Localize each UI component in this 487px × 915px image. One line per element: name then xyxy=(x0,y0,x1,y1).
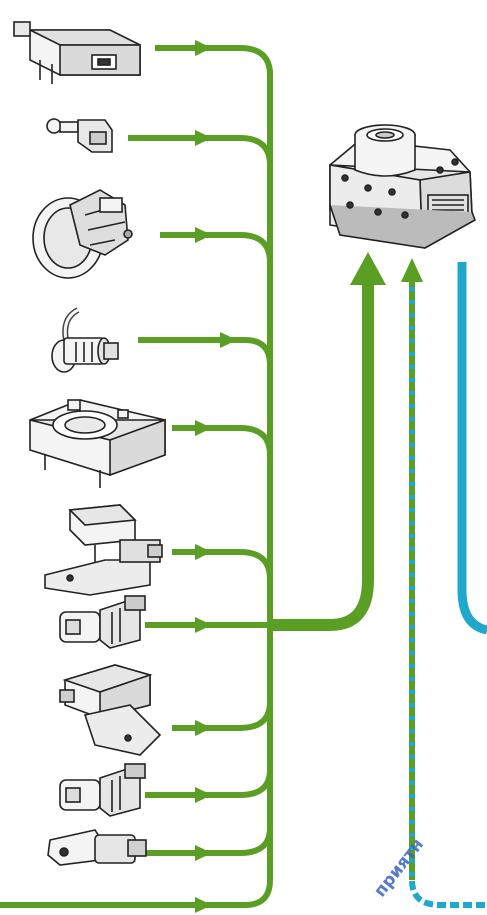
arrowhead-4 xyxy=(220,332,237,348)
watermark-text: приятн xyxy=(370,835,428,901)
yaw-rate-sensor-icon xyxy=(45,505,162,595)
arrowhead-1 xyxy=(195,40,212,56)
main-feed-arrowhead xyxy=(350,252,386,285)
main-feed-line xyxy=(270,285,368,625)
arrowhead-9 xyxy=(195,787,212,803)
signal-arrow-4 xyxy=(138,340,270,365)
signal-arrow-9 xyxy=(145,770,270,795)
arrowhead-10 xyxy=(195,845,212,861)
rocker-switch-icon xyxy=(14,22,140,84)
arrowhead-8 xyxy=(195,720,212,736)
signal-arrow-6 xyxy=(172,552,270,579)
signal-arrow-10 xyxy=(145,828,270,853)
blue-bottom-line xyxy=(412,270,487,905)
arrowhead-11 xyxy=(195,897,212,913)
signal-arrow-8 xyxy=(172,702,270,728)
return-feed-arrowhead xyxy=(401,258,423,282)
arrowhead-3 xyxy=(195,227,212,243)
signal-arrow-1 xyxy=(155,48,270,75)
pressure-sensor-icon xyxy=(60,596,145,648)
arrowheads xyxy=(195,40,237,913)
steering-angle-sensor-icon xyxy=(30,400,165,488)
signal-arrow-3 xyxy=(160,235,270,262)
arrowhead-7 xyxy=(195,617,212,633)
arrowhead-6 xyxy=(195,544,212,560)
pressure-sensor-2-icon xyxy=(60,764,145,816)
acceleration-sensor-icon xyxy=(48,830,146,865)
abs-esp-hydraulic-unit-icon xyxy=(330,125,475,248)
signal-arrow-5 xyxy=(172,428,270,455)
wheel-speed-sensor-icon xyxy=(52,310,118,372)
brake-booster-sensor-icon xyxy=(33,190,132,278)
arrowhead-5 xyxy=(195,420,212,436)
arrowhead-2 xyxy=(195,130,212,146)
blue-return-line xyxy=(462,262,487,630)
lateral-acceleration-sensor-icon xyxy=(60,665,160,755)
brake-light-switch-icon xyxy=(47,119,112,152)
